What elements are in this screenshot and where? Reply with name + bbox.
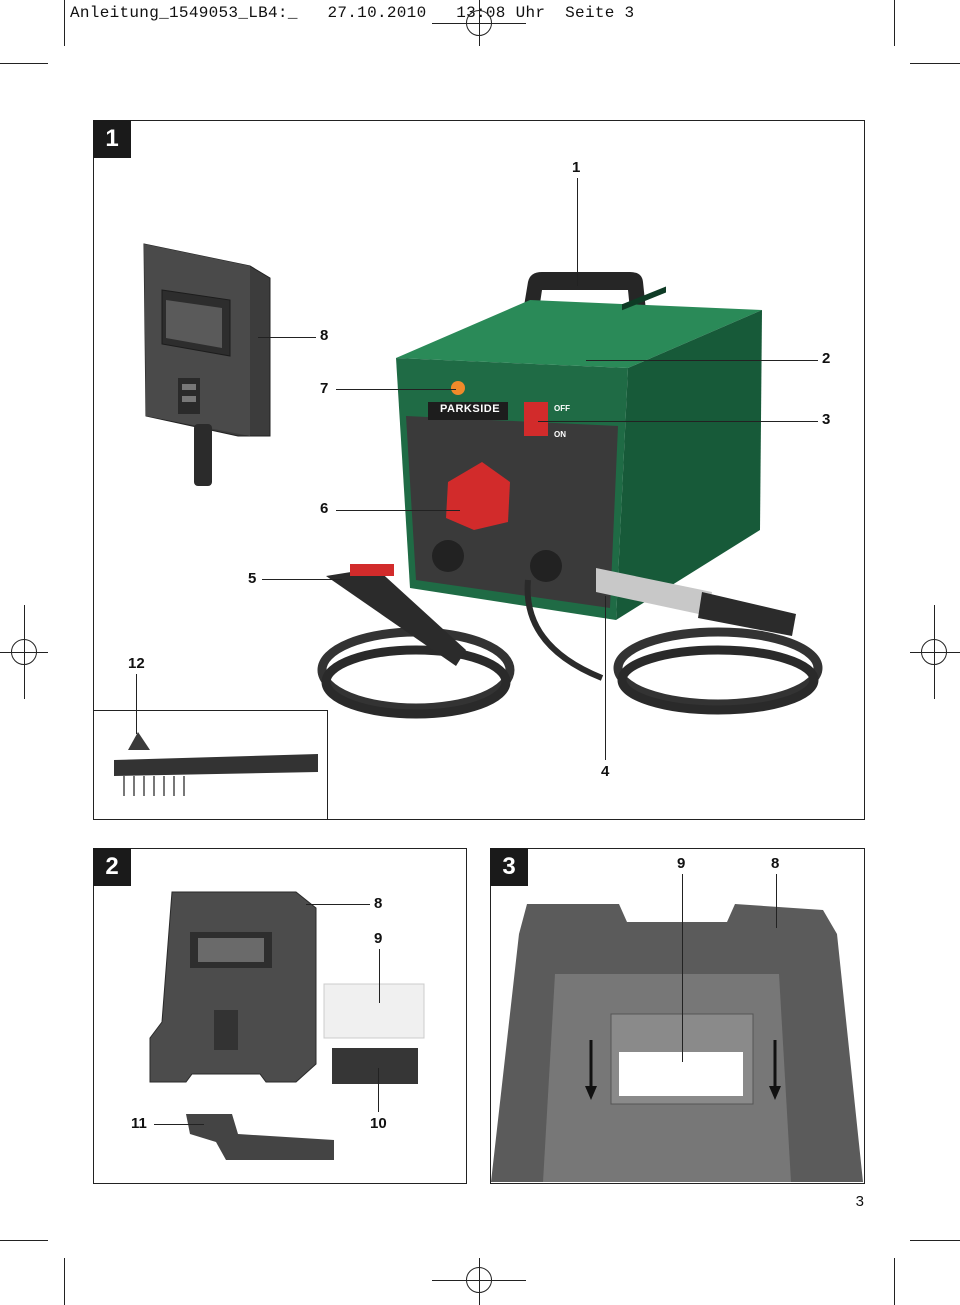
leader-line [136,674,137,734]
crop-mark [910,1240,960,1241]
switch-on-label: ON [554,430,566,439]
header-page-label: Seite 3 [565,4,635,22]
leader-line [336,510,460,511]
switch-off-label: OFF [554,404,570,413]
page-number: 3 [855,1193,864,1210]
leader-line [577,178,578,286]
helmet-interior-illustration [491,904,863,1182]
callout-2-11: 11 [131,1115,147,1132]
figure-2-badge: 2 [93,848,131,886]
electrode-holder-cable-illustration [317,564,515,719]
slag-hammer-brush-illustration [114,732,318,796]
crop-mark [894,1258,895,1305]
header-date: 27.10.2010 [327,4,427,22]
crop-mark [0,1240,48,1241]
callout-12: 12 [128,655,145,672]
header-filename: Anleitung_1549053_LB4:_ [70,4,298,22]
callout-8: 8 [320,327,329,344]
leader-line [258,337,316,338]
callout-3-8: 8 [771,855,780,872]
callout-3-9: 9 [677,855,686,872]
print-header: Anleitung_1549053_LB4:_ 27.10.2010 13:08… [70,4,634,22]
callout-6: 6 [320,500,329,517]
crop-mark [894,0,895,46]
crop-mark [910,63,960,64]
ground-clamp-cable-illustration [524,568,823,715]
leader-line [682,874,683,1062]
brand-logo: PARKSIDE [440,403,501,415]
helmet-parts-illustration [149,891,425,1160]
leader-line [154,1124,204,1125]
leader-line [379,949,380,1003]
crop-mark [64,0,65,46]
callout-2-10: 10 [370,1115,387,1132]
leader-line [306,904,370,905]
leader-line [776,874,777,928]
crop-mark [0,63,48,64]
callout-4: 4 [601,763,610,780]
leader-line [538,421,818,422]
leader-line [262,579,342,580]
figure-3-badge: 3 [490,848,528,886]
callout-2-8: 8 [374,895,383,912]
callout-2: 2 [822,350,831,367]
callout-2-9: 9 [374,930,383,947]
crop-mark [64,1258,65,1305]
leader-line [605,596,606,760]
leader-line [336,389,456,390]
callout-5: 5 [248,570,257,587]
callout-3: 3 [822,411,831,428]
callout-1: 1 [572,159,581,176]
callout-7: 7 [320,380,329,397]
leader-line [586,360,818,361]
leader-line [378,1068,379,1112]
welder-machine-illustration [396,272,762,620]
welding-helmet-illustration [143,243,271,486]
figure-1-badge: 1 [93,120,131,158]
